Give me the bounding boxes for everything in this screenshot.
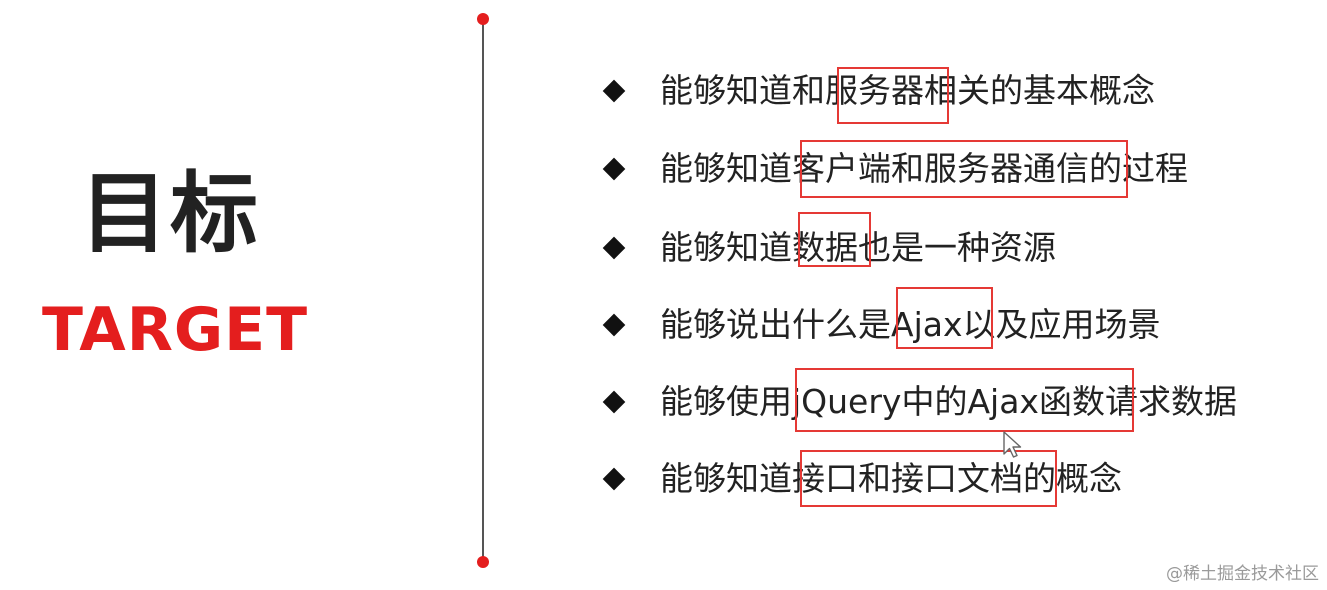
goal-item: 能够知道和服务器相关的基本概念 bbox=[600, 69, 1155, 113]
divider-top-dot bbox=[477, 13, 489, 25]
highlight-box-4 bbox=[896, 287, 993, 349]
vertical-divider bbox=[482, 20, 484, 562]
highlight-box-3 bbox=[798, 212, 871, 267]
goal-item: 能够说出什么是Ajax以及应用场景 bbox=[600, 303, 1161, 347]
goal-text: 能够知道数据也是一种资源 bbox=[660, 228, 1056, 267]
divider-bottom-dot bbox=[477, 556, 489, 568]
goal-text: 能够知道客户端和服务器通信的过程 bbox=[660, 149, 1188, 188]
goal-item: 能够知道数据也是一种资源 bbox=[600, 226, 1056, 270]
highlight-box-1 bbox=[837, 67, 949, 124]
goal-text: 能够使用jQuery中的Ajax函数请求数据 bbox=[660, 382, 1237, 421]
goal-text: 能够知道和服务器相关的基本概念 bbox=[660, 71, 1155, 110]
highlight-box-5 bbox=[795, 368, 1134, 432]
title-chinese: 目标 bbox=[80, 162, 261, 265]
diamond-bullet-icon bbox=[602, 313, 626, 337]
diamond-bullet-icon bbox=[602, 467, 626, 491]
title-english: TARGET bbox=[42, 295, 309, 365]
watermark: @稀土掘金技术社区 bbox=[1166, 564, 1319, 584]
diamond-bullet-icon bbox=[602, 157, 626, 181]
goal-text: 能够知道接口和接口文档的概念 bbox=[660, 459, 1122, 498]
goal-item: 能够知道客户端和服务器通信的过程 bbox=[600, 147, 1188, 191]
diamond-bullet-icon bbox=[602, 79, 626, 103]
mouse-cursor-icon bbox=[1003, 431, 1022, 458]
goal-item: 能够知道接口和接口文档的概念 bbox=[600, 457, 1122, 501]
highlight-box-2 bbox=[800, 140, 1128, 198]
highlight-box-6 bbox=[800, 450, 1057, 507]
diamond-bullet-icon bbox=[602, 236, 626, 260]
goal-text: 能够说出什么是Ajax以及应用场景 bbox=[660, 305, 1161, 344]
diamond-bullet-icon bbox=[602, 390, 626, 414]
goal-item: 能够使用jQuery中的Ajax函数请求数据 bbox=[600, 380, 1237, 424]
